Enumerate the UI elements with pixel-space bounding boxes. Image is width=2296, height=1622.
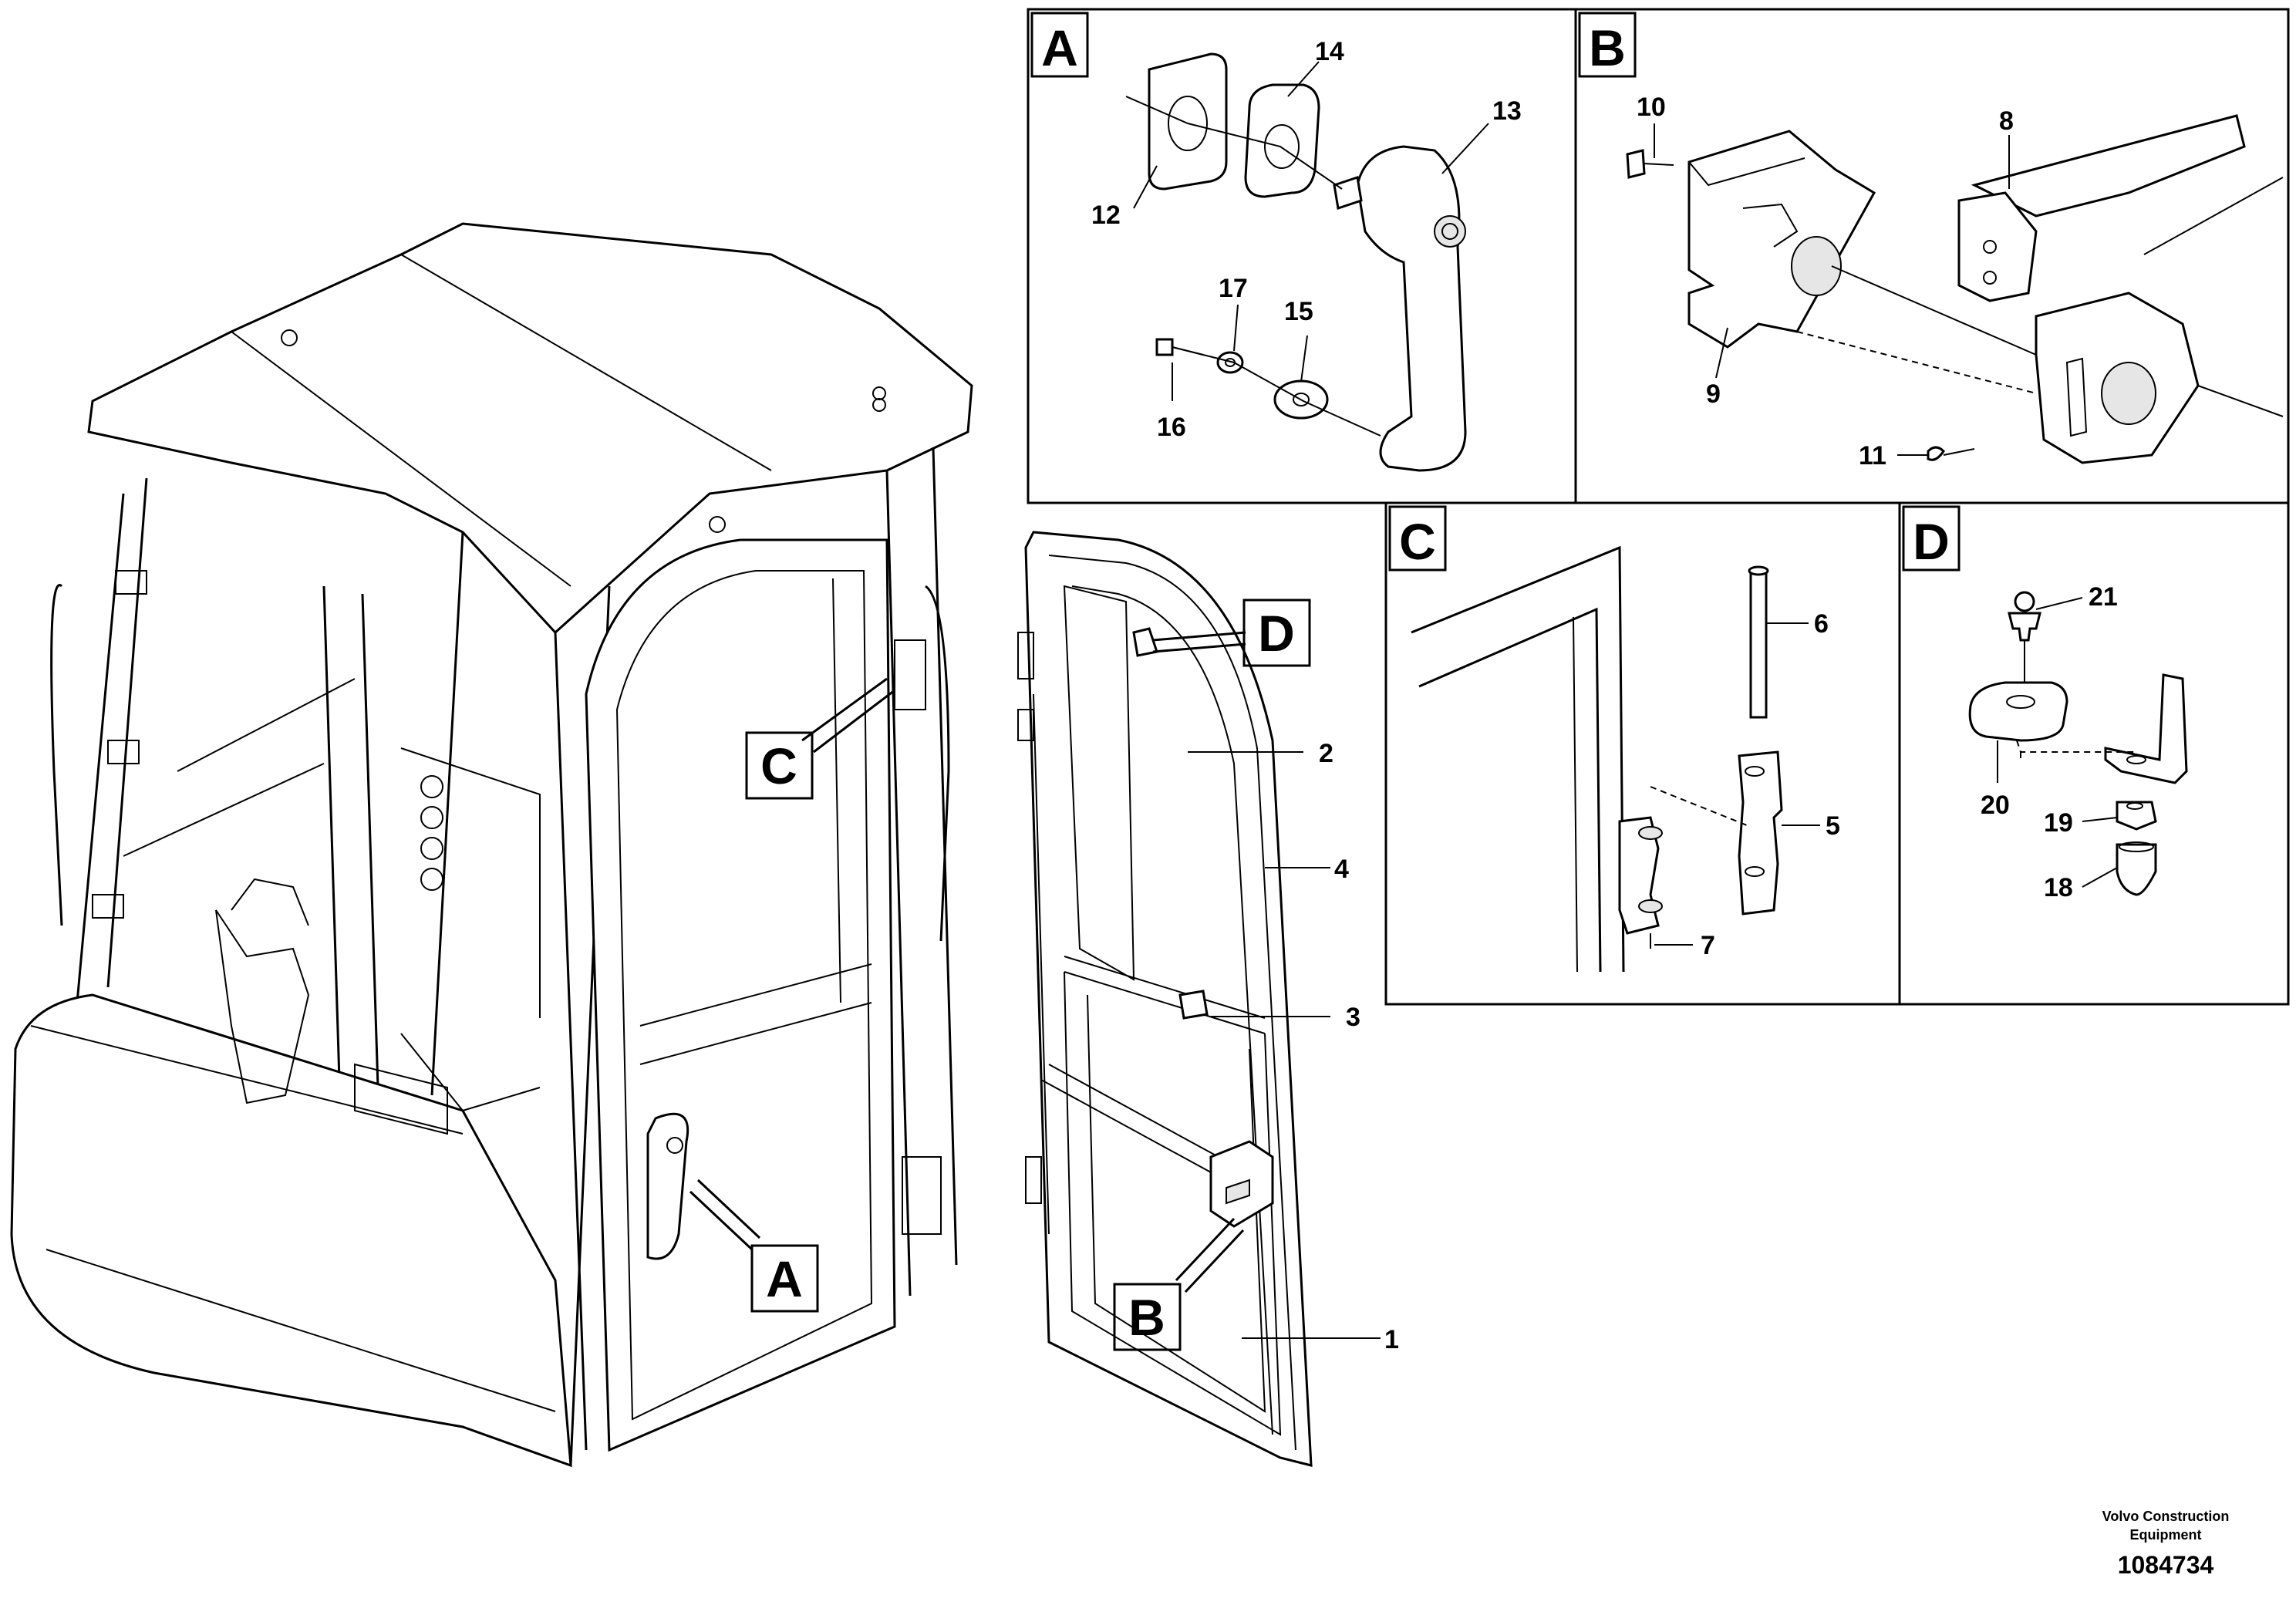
- part-label-16: 16: [1157, 413, 1186, 442]
- callout-c-label: C: [760, 737, 797, 794]
- part-label-1: 1: [1384, 1325, 1399, 1354]
- drawing-number: 1084734: [2118, 1551, 2214, 1579]
- part-label-2: 2: [1319, 739, 1333, 768]
- brand-line-2: Equipment: [2130, 1527, 2202, 1543]
- part-label-20: 20: [1981, 791, 2010, 820]
- door-leaders: [1188, 751, 1381, 1339]
- detail-panel-d: D: [1898, 501, 2290, 1006]
- detail-panel-c: C: [1384, 501, 1901, 1006]
- callout-c: C: [745, 677, 895, 800]
- part-label-18: 18: [2044, 873, 2073, 902]
- part-label-5: 5: [1826, 811, 1840, 841]
- door-illustration: [1017, 531, 1313, 1467]
- cab-illustration: [10, 222, 973, 1468]
- part-label-13: 13: [1492, 96, 1522, 126]
- callout-d-label: D: [1258, 605, 1295, 662]
- footer-block: Volvo Construction Equipment 1084734: [2102, 1509, 2230, 1579]
- callout-b-label: B: [1128, 1289, 1165, 1346]
- panel-d-title: D: [1913, 513, 1950, 570]
- part-label-10: 10: [1637, 93, 1666, 122]
- panel-b-title: B: [1589, 19, 1626, 76]
- part-label-21: 21: [2089, 582, 2118, 612]
- callout-d: D: [1152, 599, 1311, 667]
- part-label-7: 7: [1701, 931, 1715, 960]
- callout-b: B: [1113, 1217, 1245, 1351]
- part-label-9: 9: [1706, 379, 1721, 409]
- panel-a-title: A: [1041, 19, 1078, 76]
- part-label-15: 15: [1284, 297, 1313, 326]
- part-label-4: 4: [1334, 855, 1349, 884]
- brand-line-1: Volvo Construction: [2102, 1509, 2230, 1524]
- callout-a-label: A: [766, 1250, 803, 1307]
- part-label-8: 8: [1999, 106, 2014, 136]
- part-label-19: 19: [2044, 808, 2073, 838]
- detail-panel-b: B: [1574, 8, 2290, 504]
- callout-a: A: [689, 1179, 819, 1313]
- part-label-11: 11: [1859, 441, 1886, 470]
- part-label-12: 12: [1091, 201, 1121, 230]
- detail-panel-a: A: [1027, 8, 1577, 504]
- panel-c-title: C: [1399, 513, 1436, 570]
- part-label-14: 14: [1315, 37, 1344, 66]
- part-label-6: 6: [1814, 609, 1829, 639]
- part-label-17: 17: [1219, 274, 1248, 303]
- part-label-3: 3: [1346, 1003, 1360, 1032]
